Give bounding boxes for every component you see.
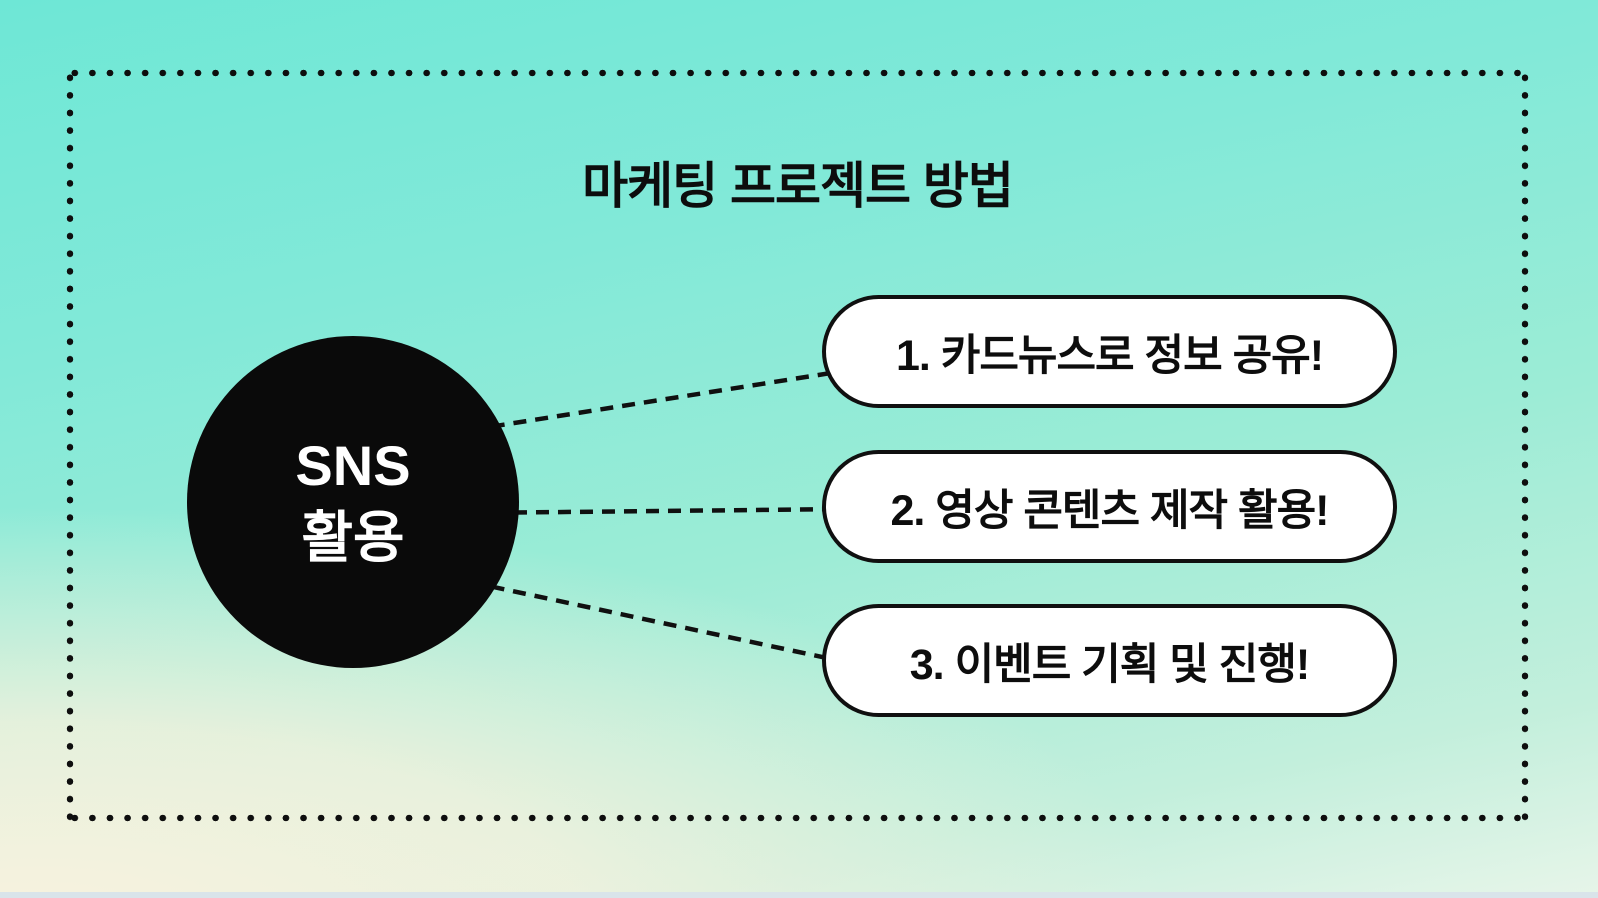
dotted-border-bottom — [66, 814, 1529, 822]
callout-item-3-label: 3. 이벤트 기획 및 진행! — [909, 640, 1310, 689]
central-node-line1: SNS — [295, 434, 411, 497]
dotted-border — [66, 69, 1529, 822]
callout-item-1: 1. 카드뉴스로 정보 공유! — [822, 295, 1397, 408]
bottom-edge-strip — [0, 892, 1598, 898]
central-node-sns: SNS 활용 — [187, 336, 519, 668]
central-node-line2: 활용 — [301, 506, 405, 569]
connector-line-1 — [469, 367, 851, 433]
connector-line-2 — [469, 506, 851, 516]
dotted-border-left — [66, 69, 74, 822]
connector-line-3 — [469, 579, 856, 667]
callout-item-2: 2. 영상 콘텐츠 제작 활용! — [822, 450, 1397, 563]
diagram-title: 마케팅 프로젝트 방법 — [582, 158, 1014, 214]
callout-item-2-label: 2. 영상 콘텐츠 제작 활용! — [890, 486, 1329, 535]
dotted-border-right — [1521, 69, 1529, 822]
callout-item-3: 3. 이벤트 기획 및 진행! — [822, 604, 1397, 717]
callout-item-1-label: 1. 카드뉴스로 정보 공유! — [895, 331, 1324, 380]
dotted-border-top — [66, 69, 1529, 77]
